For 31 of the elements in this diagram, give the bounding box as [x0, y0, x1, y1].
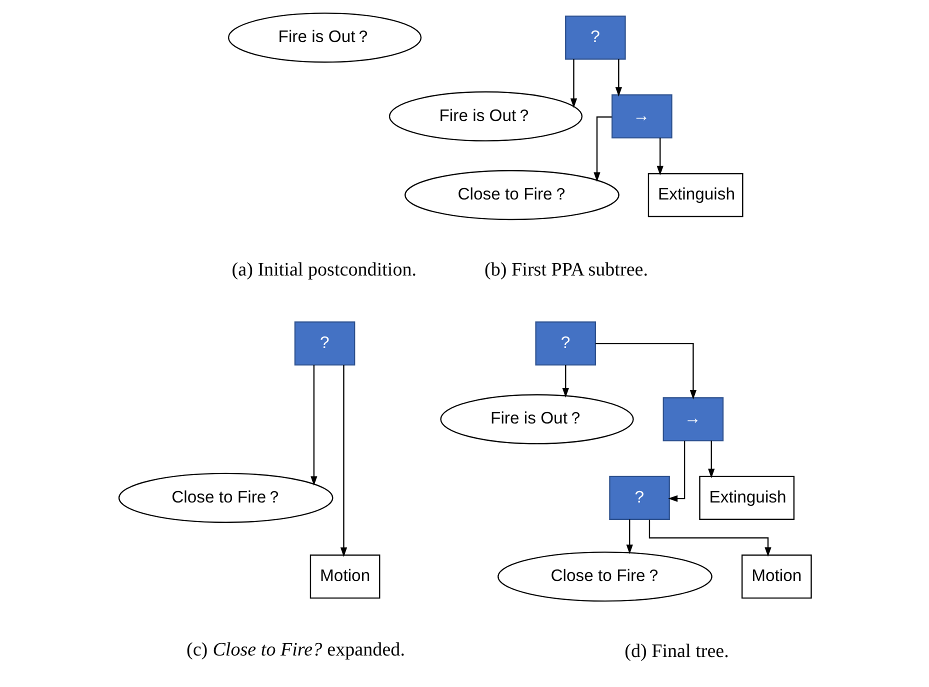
- node-box: ?: [294, 321, 355, 366]
- arrow: [614, 59, 622, 97]
- node-box: ?: [534, 321, 596, 366]
- node-box: ?: [608, 476, 670, 520]
- label: (c) Close to Fire? expanded.: [186, 640, 404, 661]
- node-box: →: [611, 94, 672, 138]
- arrow: [626, 519, 632, 554]
- label: (b) First PPA subtree.: [484, 259, 648, 280]
- node-ellipse: Fire is Out？: [440, 394, 634, 444]
- arrow: [562, 365, 568, 398]
- label: (d) Final tree.: [624, 640, 728, 662]
- label: (a) Initial postcondition.: [231, 259, 416, 280]
- node-ellipse: Fire is Out？: [388, 91, 582, 142]
- arrow: [595, 342, 696, 400]
- arrow: [310, 364, 317, 486]
- node-box: ?: [564, 16, 626, 60]
- arrow: [648, 520, 771, 557]
- node-box: Motion: [309, 554, 380, 599]
- arrow: [708, 440, 714, 478]
- node-ellipse: Close to Fire？: [118, 472, 333, 523]
- arrow: [593, 116, 612, 182]
- arrow: [656, 138, 663, 176]
- node-ellipse: Fire is Out？: [227, 12, 422, 63]
- node-ellipse: Close to Fire？: [497, 552, 712, 602]
- node-box: →: [662, 397, 724, 442]
- node-box: Extinguish: [647, 173, 743, 218]
- arrow: [340, 365, 347, 557]
- node-box: Motion: [740, 554, 812, 599]
- node-box: Extinguish: [698, 476, 794, 520]
- arrow: [570, 59, 577, 108]
- arrow: [668, 440, 685, 502]
